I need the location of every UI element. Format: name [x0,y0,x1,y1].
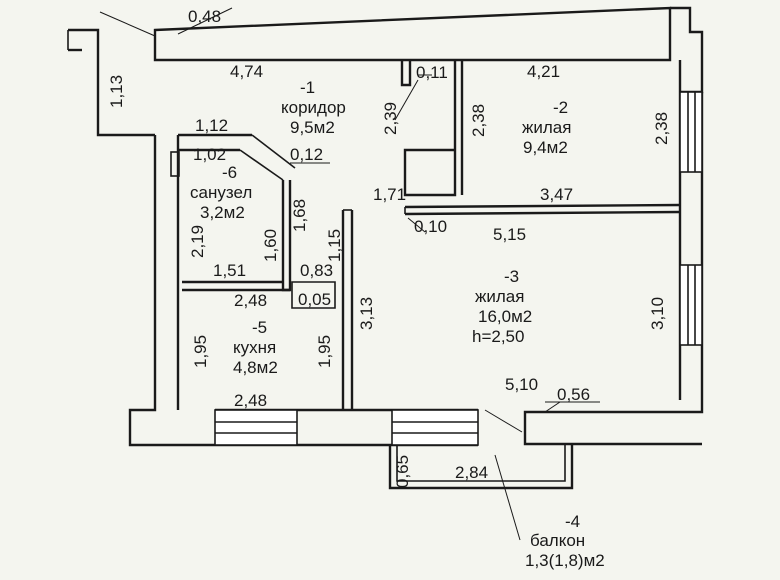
dim-room2-left: 2,38 [469,104,488,137]
dim-kitchen-right: 1,95 [315,335,334,368]
dim-bath-inner: 1,02 [193,145,226,164]
dimension-labels-vertical: 1,13 2,39 2,38 2,38 2,19 1,60 1,68 1,15 … [107,75,671,488]
room3-number: -3 [504,267,519,286]
room4-name: балкон [530,531,585,550]
dim-top-wall: 0,48 [188,7,221,26]
room-labels: -1 коридор 9,5м2 -2 жилая 9,4м2 -6 сануз… [190,78,605,570]
dim-bath-bottom: 1,51 [213,261,246,280]
dim-bath-top: 1,12 [195,116,228,135]
dim-bath-right: 1,60 [261,229,280,262]
room3-height: h=2,50 [472,327,524,346]
room4-area: 1,3(1,8)м2 [525,551,605,570]
dim-kitchen-left: 1,95 [191,335,210,368]
room1-number: -1 [300,78,315,97]
dim-room3-left: 3,13 [357,297,376,330]
dim-room2-width: 4,21 [527,62,560,81]
walls [67,6,704,447]
dim-kitchen-gap: 0,05 [298,290,331,309]
dim-door-top: 0,11 [416,63,448,82]
room6-name: санузел [190,183,252,202]
dim-room3-wall: 0,56 [557,385,590,404]
dim-kitchen-top: 2,48 [234,291,267,310]
dim-corridor-low: 1,15 [325,229,344,262]
dim-left-stub: 1,13 [107,75,126,108]
room6-number: -6 [222,163,237,182]
dim-kitchen-nook: 0,83 [300,261,333,280]
room5-number: -5 [252,318,267,337]
windows [214,91,703,446]
room2-area: 9,4м2 [523,138,568,157]
dim-corridor-height: 2,39 [381,102,400,135]
room5-area: 4,8м2 [233,358,278,377]
dim-kitchen-bottom: 2,48 [234,391,267,410]
dim-balcony-side: 0,65 [393,455,412,488]
room1-area: 9,5м2 [290,118,335,137]
room3-area: 16,0м2 [478,307,532,326]
dim-corridor-width: 4,74 [230,62,263,81]
dim-bath-height: 2,19 [188,225,207,258]
dim-room3-top: 5,15 [493,225,526,244]
dim-bath-door: 0,12 [290,145,323,164]
details [99,7,600,541]
dim-balcony-width: 2,84 [455,463,488,482]
dim-room2-bottom: 3,47 [540,185,573,204]
room4-number: -4 [565,512,580,531]
room2-name: жилая [522,118,571,137]
dim-room2-right: 2,38 [652,112,671,145]
room6-area: 3,2м2 [200,203,245,222]
dimension-labels: 0,48 4,74 4,21 0,11 1,12 1,02 0,12 1,71 … [188,7,590,482]
dim-corridor-mid: 1,71 [373,185,406,204]
room1-name: коридор [281,98,346,117]
dim-room3-right: 3,10 [648,297,667,330]
room5-name: кухня [233,338,276,357]
room3-name: жилая [475,287,524,306]
balcony [388,445,574,490]
dim-partition: 0,10 [414,217,447,236]
room2-number: -2 [553,98,568,117]
dim-room3-bottom: 5,10 [505,375,538,394]
dim-corridor-right: 1,68 [290,199,309,232]
